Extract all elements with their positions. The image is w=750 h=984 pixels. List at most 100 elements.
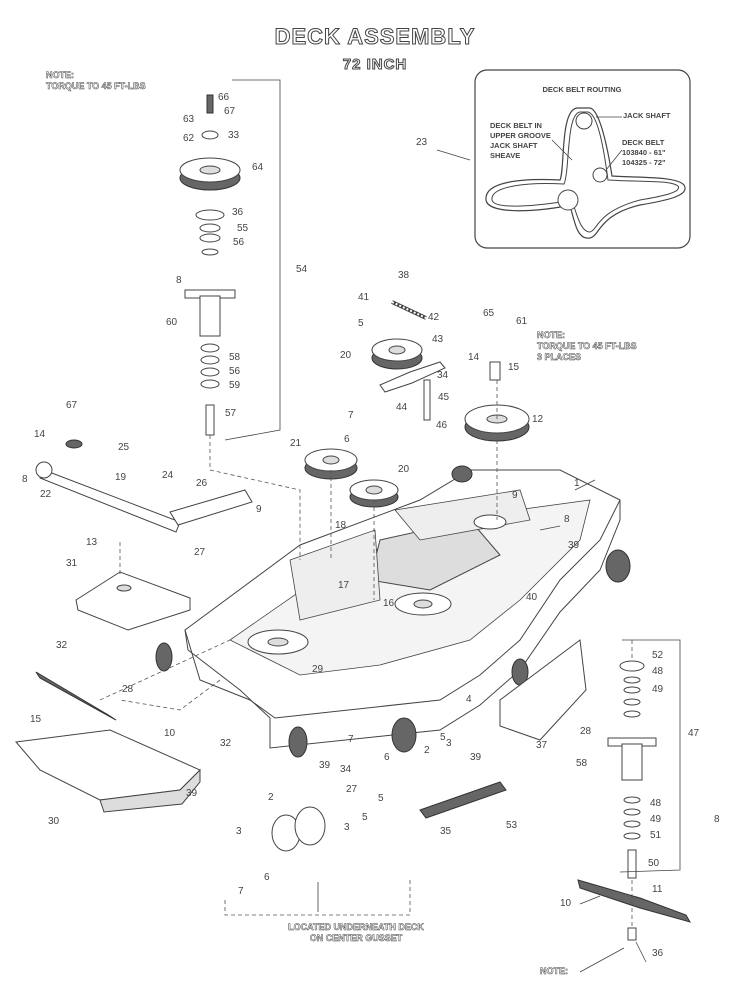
callout-34: 34 <box>437 370 449 381</box>
callout-45: 45 <box>438 392 450 403</box>
note-bottom-center-line-2: ON CENTER GUSSET <box>309 933 403 944</box>
callout-50: 50 <box>648 858 660 869</box>
inset-belt-groove-3: JACK SHAFT <box>490 141 538 150</box>
note-bottom-center-line-1: LOCATED UNDERNEATH DECK <box>288 922 424 933</box>
callout-48-b: 48 <box>650 798 662 809</box>
idler-pulleys <box>304 338 423 508</box>
callout-24: 24 <box>162 470 174 481</box>
callout-47: 47 <box>688 728 700 739</box>
callout-28-left: 28 <box>122 684 134 695</box>
left-support-arm <box>35 439 253 533</box>
callout-55: 55 <box>237 223 249 234</box>
callout-52: 52 <box>652 650 664 661</box>
callout-33: 33 <box>228 130 240 141</box>
callout-3-bottom: 3 <box>236 826 242 837</box>
spindle-stack-upper <box>179 94 241 436</box>
callout-18: 18 <box>335 520 347 531</box>
anti-scalp-wheels <box>155 465 631 852</box>
callout-22: 22 <box>40 489 52 500</box>
callout-49-b: 49 <box>650 814 662 825</box>
callout-58: 58 <box>229 352 241 363</box>
spindle-stack-lower <box>607 660 657 879</box>
inset-belt-groove-1: DECK BELT IN <box>490 121 542 130</box>
callout-28: 28 <box>580 726 592 737</box>
callout-8-far-right: 8 <box>714 814 720 825</box>
callout-6: 6 <box>344 434 350 445</box>
callout-15-right: 15 <box>508 362 520 373</box>
callout-5-mid: 5 <box>440 732 446 743</box>
inset-deck-belt-2: 103840 - 61" <box>622 148 666 157</box>
page-title: DECK ASSEMBLY <box>274 24 476 50</box>
callout-labels: 66 63 67 62 33 64 36 55 56 8 54 60 58 56… <box>22 92 720 959</box>
callout-21: 21 <box>290 438 302 449</box>
callout-39-right: 39 <box>568 540 580 551</box>
callout-7-top: 7 <box>348 410 354 421</box>
leader-lines <box>317 149 647 973</box>
callout-40: 40 <box>526 592 538 603</box>
callout-49: 49 <box>652 684 664 695</box>
callout-6-bottom: 6 <box>264 872 270 883</box>
callout-9-right: 9 <box>512 490 518 501</box>
callout-13: 13 <box>86 537 98 548</box>
callout-67-top: 67 <box>224 106 236 117</box>
note-bottom: NOTE: <box>540 966 569 977</box>
callout-17: 17 <box>338 580 350 591</box>
right-shield <box>419 639 587 819</box>
callout-32: 32 <box>56 640 68 651</box>
callout-58-right: 58 <box>576 758 588 769</box>
callout-16: 16 <box>383 598 395 609</box>
note-middle-right-line-1: NOTE: <box>537 330 565 341</box>
inset-title: DECK BELT ROUTING <box>542 85 621 94</box>
callout-12: 12 <box>532 414 544 425</box>
callout-51: 51 <box>650 830 662 841</box>
inset-deck-belt-3: 104325 - 72" <box>622 158 666 167</box>
callout-5-bottom: 5 <box>362 812 368 823</box>
callout-62: 62 <box>183 133 195 144</box>
callout-27-mid: 27 <box>346 784 358 795</box>
callout-46: 46 <box>436 420 448 431</box>
callout-11: 11 <box>652 884 663 895</box>
callout-63: 63 <box>183 114 195 125</box>
callout-39-mid: 39 <box>319 760 331 771</box>
note-middle-right-line-2: TORQUE TO 45 FT-LBS <box>537 341 637 352</box>
callout-39-b: 39 <box>470 752 482 763</box>
callout-65: 65 <box>483 308 495 319</box>
callout-42: 42 <box>428 312 440 323</box>
callout-20: 20 <box>398 464 410 475</box>
callout-30: 30 <box>48 816 60 827</box>
note-top-left-line-2: TORQUE TO 45 FT-LBS <box>46 81 146 92</box>
callout-29: 29 <box>312 664 324 675</box>
callout-3-b: 3 <box>344 822 350 833</box>
callout-14: 14 <box>34 429 46 440</box>
page-subtitle: 72 INCH <box>342 56 408 74</box>
callout-14-right: 14 <box>468 352 480 363</box>
inset-jack-shaft: JACK SHAFT <box>623 111 671 120</box>
baffle-plate <box>75 571 191 631</box>
callout-32-b: 32 <box>220 738 232 749</box>
deck-pulleys <box>247 514 507 655</box>
callout-44: 44 <box>396 402 408 413</box>
callout-31: 31 <box>66 558 78 569</box>
callout-15: 15 <box>30 714 42 725</box>
note-middle-right: NOTE: TORQUE TO 45 FT-LBS 3 PLACES <box>537 330 637 363</box>
callout-34-mid: 34 <box>340 764 352 775</box>
callout-41: 41 <box>358 292 370 303</box>
inset-deck-belt-1: DECK BELT <box>622 138 665 147</box>
callout-5-b: 5 <box>378 793 384 804</box>
callout-39-left: 39 <box>186 788 198 799</box>
callout-57: 57 <box>225 408 237 419</box>
callout-20-top: 20 <box>340 350 352 361</box>
callout-2-mid: 2 <box>424 745 430 756</box>
callout-2-bottom: 2 <box>268 792 274 803</box>
callout-4: 4 <box>466 694 472 705</box>
callout-26: 26 <box>196 478 208 489</box>
callout-48: 48 <box>652 666 664 677</box>
callout-3-mid: 3 <box>446 738 452 749</box>
callout-56: 56 <box>233 237 245 248</box>
assembly-guide-lines <box>99 380 633 928</box>
callout-59: 59 <box>229 380 241 391</box>
callout-60: 60 <box>166 317 178 328</box>
belt-routing-inset: DECK BELT ROUTING DECK BELT IN UPPER GRO… <box>474 69 691 249</box>
mower-blade <box>577 879 692 941</box>
